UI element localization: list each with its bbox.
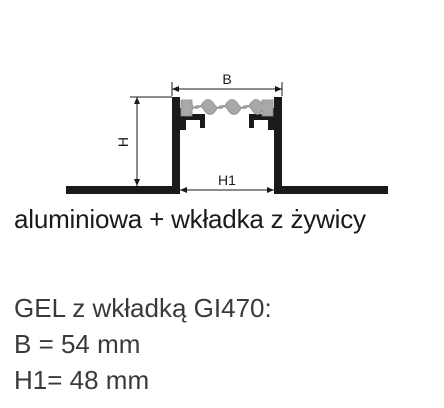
- profile-cross-section-diagram: B H H1: [66, 71, 388, 194]
- dimension-h-label: H: [115, 137, 131, 147]
- right-flange: [276, 186, 388, 194]
- spec-title: GEL z wkładką GI470:: [14, 293, 272, 323]
- dimension-b-arrow-left: [172, 86, 179, 92]
- dimension-b-label: B: [222, 71, 231, 87]
- left-wall: [172, 97, 180, 194]
- spec-b-value: B = 54 mm: [14, 329, 141, 359]
- left-flange: [66, 186, 176, 194]
- material-caption: aluminiowa + wkładka z żywicy: [14, 204, 366, 234]
- dimension-h: [130, 96, 172, 186]
- right-wall: [274, 97, 282, 194]
- spec-h1-value: H1= 48 mm: [14, 365, 150, 395]
- resin-insert: [180, 99, 274, 117]
- dimension-h1-arrow-right: [267, 187, 274, 193]
- right-hook: [249, 108, 274, 130]
- dimension-h1-label: H1: [218, 172, 236, 188]
- left-hook: [180, 108, 205, 130]
- specifications: GEL z wkładką GI470: B = 54 mm H1= 48 mm: [14, 290, 434, 398]
- dimension-h-arrow-top: [134, 97, 140, 104]
- dimension-h-arrow-bottom: [134, 179, 140, 186]
- dimension-b-arrow-right: [275, 86, 282, 92]
- dimension-h1-arrow-left: [180, 187, 187, 193]
